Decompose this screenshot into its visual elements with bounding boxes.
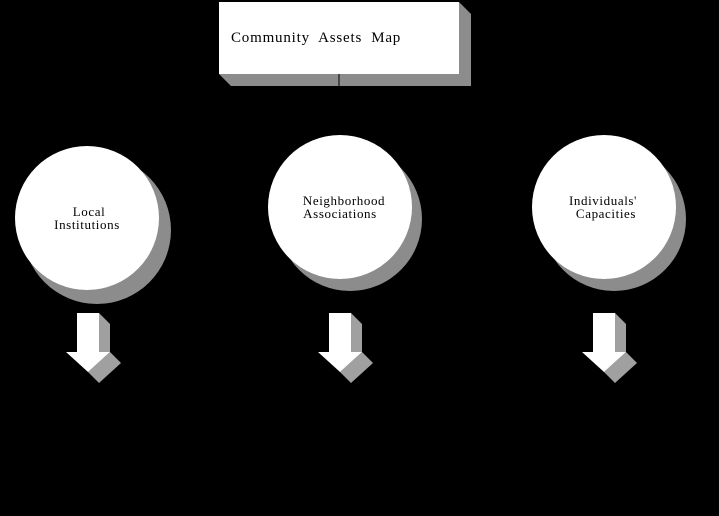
down-arrow-head-side xyxy=(340,352,373,383)
down-arrow-face xyxy=(582,313,626,372)
title-box: Community Assets Map xyxy=(219,2,471,86)
node-neighborhood-associations: Neighborhood Associations xyxy=(268,135,422,291)
node-label-line1: Local xyxy=(73,204,106,219)
down-arrow xyxy=(318,313,373,383)
node-label-line1: Individuals' xyxy=(569,193,637,208)
node-label-line2: Institutions xyxy=(54,217,120,232)
node-label-line1: Neighborhood xyxy=(303,193,385,208)
node-circle xyxy=(268,135,412,279)
down-arrow-shaft-side xyxy=(99,313,110,352)
node-circle xyxy=(15,146,159,290)
title-label: Community Assets Map xyxy=(231,30,401,46)
title-box-shadow xyxy=(219,2,471,86)
node-circle xyxy=(532,135,676,279)
down-arrow-shaft-side xyxy=(351,313,362,352)
down-arrow-shaft-side xyxy=(615,313,626,352)
node-label-line2: Associations xyxy=(303,206,377,221)
down-arrow xyxy=(582,313,637,383)
down-arrow-head-side xyxy=(604,352,637,383)
down-arrow-face xyxy=(318,313,362,372)
node-individuals-capacities: Individuals' Capacities xyxy=(532,135,686,291)
node-label-line2: Capacities xyxy=(576,206,636,221)
down-arrow-face xyxy=(66,313,110,372)
title-box-face xyxy=(219,2,459,74)
down-arrow xyxy=(66,313,121,383)
node-local-institutions: Local Institutions xyxy=(15,146,171,304)
down-arrow-head-side xyxy=(88,352,121,383)
